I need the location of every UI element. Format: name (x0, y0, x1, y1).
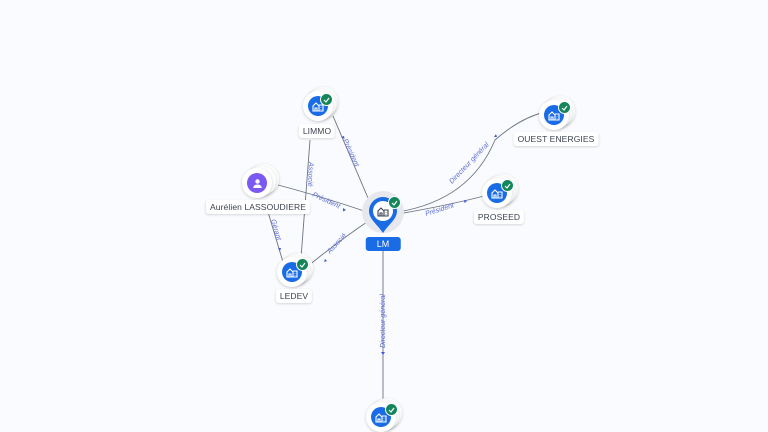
edge-lm-bottom[interactable]: Directeur général (380, 251, 387, 405)
edge-label: Président (425, 202, 456, 218)
edge-lm-ouest[interactable]: Directeur général (397, 111, 546, 213)
edge-label: Directeur général (380, 294, 387, 348)
arrow-icon (464, 200, 467, 203)
node-label: LIMMO (298, 124, 336, 138)
arrow-icon (494, 134, 497, 137)
node-label: Aurélien LASSOUDIERE (205, 200, 311, 214)
arrow-icon (324, 259, 327, 262)
edge-label: Gérant (269, 219, 282, 243)
verified-check-icon (501, 179, 514, 192)
verified-check-icon (296, 258, 309, 271)
node-label: LEDEV (275, 289, 313, 303)
arrow-icon (381, 352, 385, 355)
building-icon (377, 207, 389, 217)
edge-label: Président (341, 138, 360, 169)
edge-ledev-lm[interactable]: Associé (307, 219, 371, 267)
edge-label: Associé (326, 232, 348, 256)
arrow-icon (343, 208, 346, 212)
verified-check-icon (388, 196, 401, 209)
arrow-icon (278, 248, 281, 251)
arrow-icon (341, 136, 345, 139)
node-label: OUEST ENERGIES (513, 132, 599, 146)
verified-check-icon (558, 101, 571, 114)
edge-label: Président (311, 191, 342, 210)
edge-limmo-ledev[interactable]: Associé (300, 139, 314, 259)
center-label: LM (365, 237, 401, 251)
edge-aurelien-ledev[interactable]: Gérant (267, 211, 284, 263)
edge-label: Associé (306, 161, 314, 187)
verified-check-icon (385, 403, 398, 416)
verified-check-icon (320, 93, 333, 106)
node-label: PROSEED (473, 210, 525, 224)
person-icon (247, 173, 267, 193)
edge-limmo-lm[interactable]: Président (332, 115, 372, 206)
